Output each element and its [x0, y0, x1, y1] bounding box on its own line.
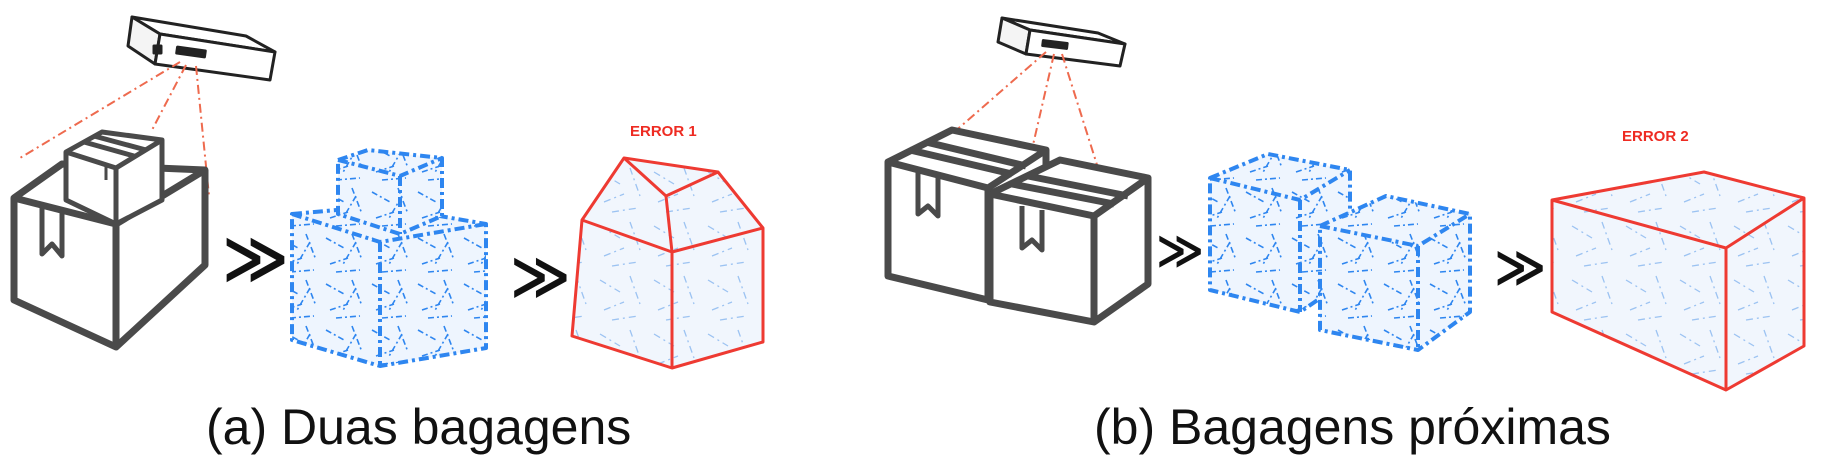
error-label: ERROR 2	[1622, 128, 1689, 145]
double-chevron-icon: ≫	[1156, 223, 1204, 277]
error-label: ERROR 1	[630, 123, 697, 140]
box-icon	[10, 160, 209, 351]
caption-panel-b: (b) Bagagens próximas	[1094, 399, 1611, 455]
panel-a: ≫ ≫ ERROR 1	[10, 15, 765, 370]
box-icon	[986, 156, 1152, 326]
panel-b: ≫ ≫ ERROR 2	[884, 16, 1806, 392]
box-icon	[63, 129, 165, 227]
sensor-icon	[126, 15, 277, 82]
point-cloud-icon	[1208, 152, 1472, 352]
bounding-box-icon	[1550, 170, 1806, 392]
caption-panel-a: (a) Duas bagagens	[206, 399, 632, 455]
double-chevron-icon: ≫	[222, 222, 289, 296]
double-chevron-icon: ≫	[1494, 238, 1546, 296]
sensor-icon	[996, 16, 1127, 68]
scan-rays	[951, 51, 1111, 207]
bounding-box-icon	[570, 156, 765, 370]
double-chevron-icon: ≫	[510, 242, 571, 310]
point-cloud-icon	[290, 148, 488, 368]
